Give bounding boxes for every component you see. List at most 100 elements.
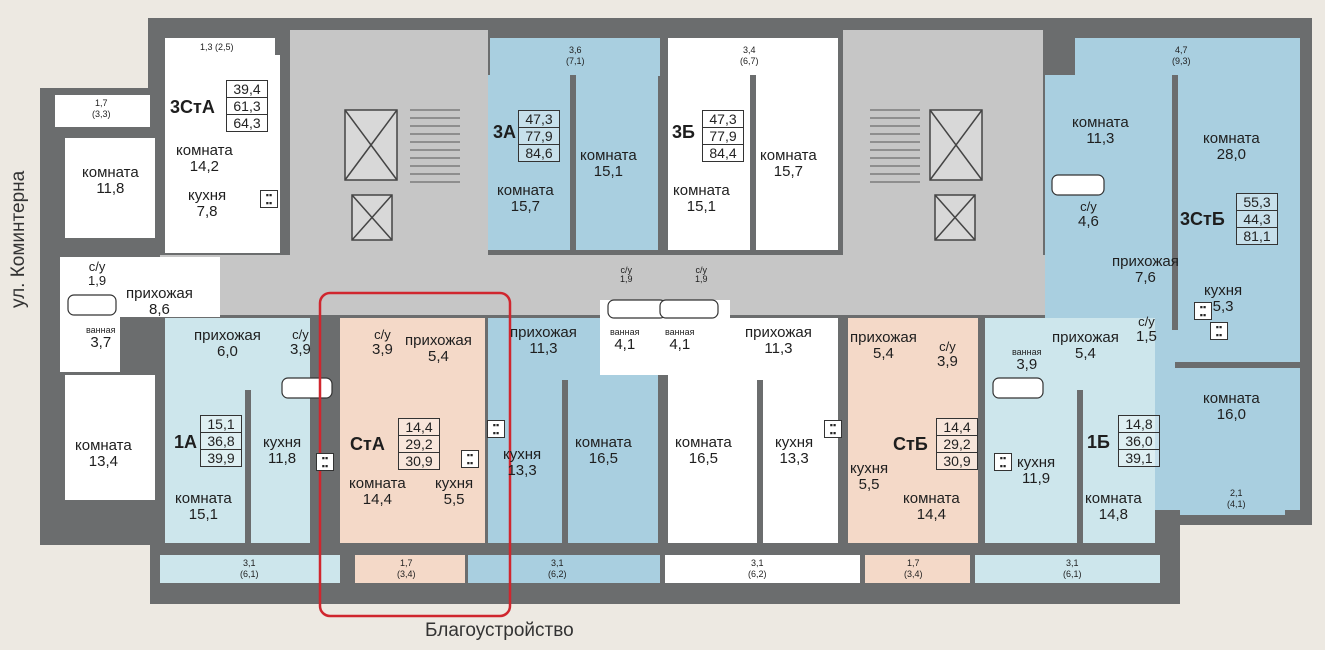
- area-box-1a: 15,1 36,8 39,9: [200, 415, 242, 467]
- area-living: 14,4: [937, 419, 977, 436]
- footer-label: Благоустройство: [425, 620, 574, 641]
- balcony-label: 3,1(6,1): [240, 558, 259, 579]
- apt-1a: [165, 318, 310, 543]
- area-with-balcony: 30,9: [943, 453, 971, 469]
- stove-icon: ▪▪▪▪: [1210, 322, 1228, 340]
- stove-icon: ▪▪▪▪: [824, 420, 842, 438]
- balcony-label: 1,7(3,3): [92, 98, 111, 119]
- area-box-3stb: 55,3 44,3 81,1: [1236, 193, 1278, 245]
- area-living: 55,3: [1237, 194, 1277, 211]
- area-with-balcony: 39,1: [1125, 450, 1153, 466]
- apt-code-sta: СтА: [350, 434, 385, 454]
- apt-3sta-studio: [165, 55, 280, 253]
- balcony-label: 4,7(9,3): [1172, 45, 1191, 66]
- elevator-icon: [344, 109, 983, 241]
- balcony-1a: [160, 555, 340, 583]
- balcony-3b: [668, 38, 838, 76]
- apt-3sta-room: [65, 138, 155, 238]
- apt-1b: [985, 318, 1155, 543]
- area-box-stb: 14,4 29,2 30,9: [936, 418, 978, 470]
- area-with-balcony: 84,4: [709, 145, 737, 161]
- street-label: ул. Коминтерна: [8, 170, 29, 308]
- stove-icon: ▪▪▪▪: [260, 190, 278, 208]
- balcony-3stb: [1075, 38, 1300, 76]
- balcony-stb: [865, 555, 970, 583]
- area-living: 47,3: [519, 111, 559, 128]
- stove-icon: ▪▪▪▪: [1194, 302, 1212, 320]
- apt-code-3b: 3Б: [672, 122, 695, 142]
- area-total: 77,9: [519, 128, 559, 145]
- balcony-label: 3,1(6,2): [548, 558, 567, 579]
- area-total: 29,2: [937, 436, 977, 453]
- apt-code-3sta: 3СтА: [170, 97, 215, 117]
- stove-icon: ▪▪▪▪: [316, 453, 334, 471]
- apt-code-3stb: 3СтБ: [1180, 209, 1225, 229]
- balcony-3a: [490, 38, 660, 76]
- area-with-balcony: 30,9: [405, 453, 433, 469]
- balcony-label: 1,3 (2,5): [200, 42, 234, 52]
- stove-icon: ▪▪▪▪: [487, 420, 505, 438]
- area-total: 44,3: [1237, 211, 1277, 228]
- balcony-1b: [975, 555, 1160, 583]
- area-box-3b: 47,3 77,9 84,4: [702, 110, 744, 162]
- apt-code-1a: 1А: [174, 432, 198, 452]
- balcony-sta: [355, 555, 465, 583]
- apt-code-stb: СтБ: [893, 434, 928, 454]
- balcony-left-3sta: [55, 95, 150, 127]
- balcony-label: 3,4(6,7): [740, 45, 759, 66]
- area-living: 15,1: [201, 416, 241, 433]
- balcony-mid-white: [665, 555, 860, 583]
- apt-code-3a: 3А: [493, 122, 517, 142]
- area-total: 61,3: [227, 98, 267, 115]
- balcony-label: 3,6(7,1): [566, 45, 585, 66]
- area-living: 47,3: [703, 111, 743, 128]
- area-with-balcony: 84,6: [525, 145, 553, 161]
- outside-top-left: [40, 18, 148, 88]
- bathtub-icon: [67, 174, 1105, 399]
- apt-3sta-room2: [65, 375, 155, 500]
- balcony-top-3sta: [165, 38, 275, 56]
- balcony-label: 3,1(6,2): [748, 558, 767, 579]
- outside-bottom-right: [1180, 525, 1312, 604]
- area-box-3a: 47,3 77,9 84,6: [518, 110, 560, 162]
- outside-bottom-left: [40, 545, 150, 604]
- stairs-icon: [410, 109, 920, 183]
- balcony-label: 3,1(6,1): [1063, 558, 1082, 579]
- area-living: 14,8: [1119, 416, 1159, 433]
- area-total: 29,2: [399, 436, 439, 453]
- area-living: 14,4: [399, 419, 439, 436]
- area-with-balcony: 81,1: [1243, 228, 1271, 244]
- balcony-label: 1,7(3,4): [397, 558, 416, 579]
